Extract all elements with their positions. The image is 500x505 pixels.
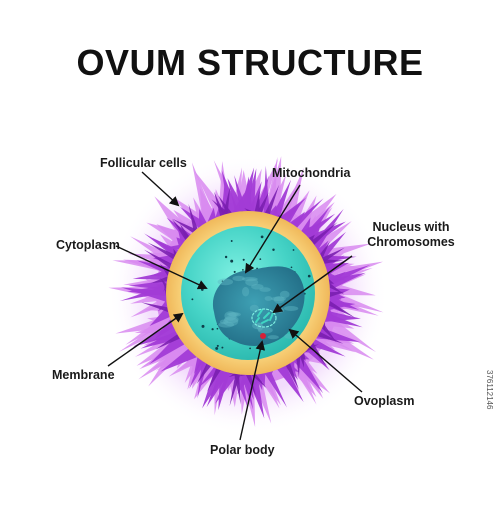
nucleus-arrow xyxy=(272,255,353,314)
label-nucleus-line1: Nucleus with xyxy=(372,220,450,234)
label-cytoplasm: Cytoplasm xyxy=(56,238,120,252)
label-nucleus-line2: Chromosomes xyxy=(367,235,455,249)
page-title: OVUM STRUCTURE xyxy=(76,42,424,83)
chromosomes xyxy=(251,308,277,328)
label-polar-body: Polar body xyxy=(210,443,275,457)
membrane-arrow xyxy=(107,312,184,367)
polar-body-arrow xyxy=(239,340,266,441)
callout-lines xyxy=(107,171,363,441)
label-membrane: Membrane xyxy=(52,368,115,382)
label-follicular-cells: Follicular cells xyxy=(100,156,187,170)
label-nucleus: Nucleus with Chromosomes xyxy=(356,220,466,250)
ovoplasm-arrow xyxy=(288,328,363,393)
mitochondria-arrow xyxy=(244,184,301,274)
cytoplasm-arrow xyxy=(115,245,208,290)
polar-body xyxy=(260,333,266,339)
label-ovoplasm: Ovoplasm xyxy=(354,394,415,408)
follicular-cells-arrow xyxy=(141,171,180,207)
nucleus-body xyxy=(212,266,305,346)
chromosome-spots xyxy=(217,275,299,340)
label-mitochondria: Mitochondria xyxy=(272,166,351,180)
stock-id-watermark: 376112146 xyxy=(485,370,494,410)
